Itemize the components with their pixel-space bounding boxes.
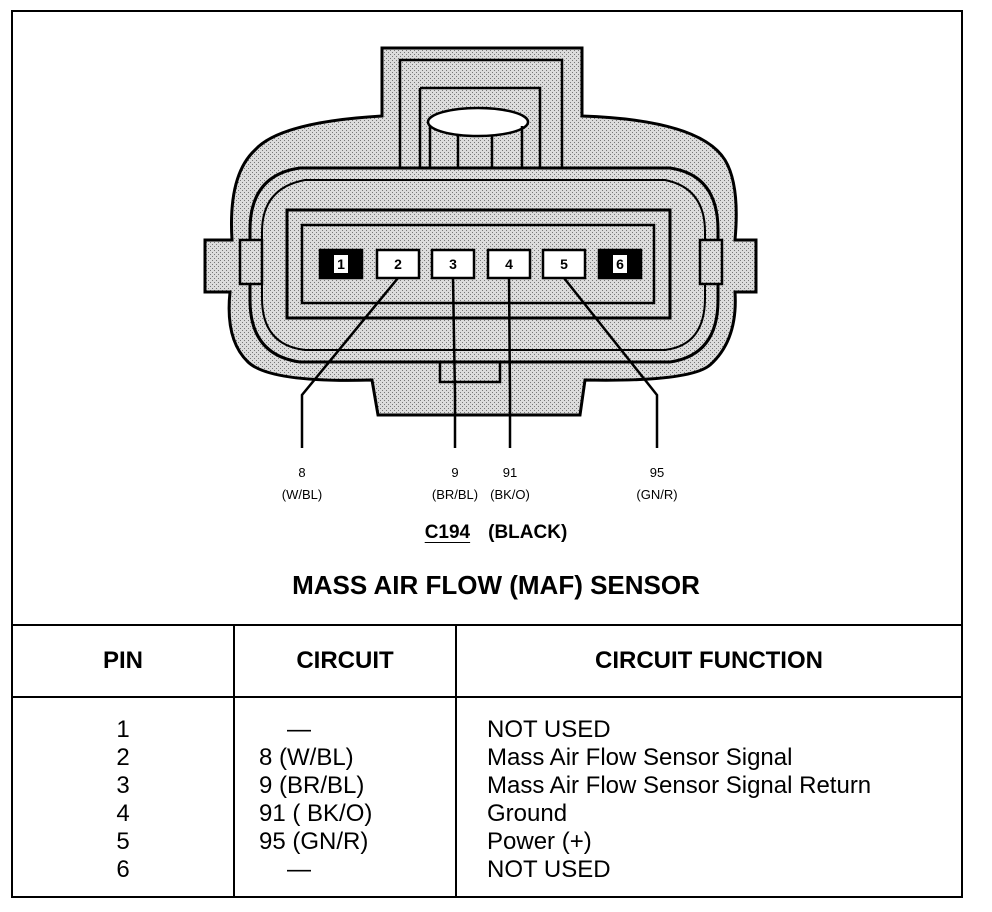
function-cell: NOT USED	[487, 856, 611, 883]
function-cell: Ground	[487, 800, 568, 827]
function-cell: Mass Air Flow Sensor Signal Return	[487, 772, 872, 799]
connector-diagram: 1 2 3 4 5 6	[203, 46, 758, 448]
svg-text:1: 1	[337, 256, 345, 272]
circuit-cell: 91 ( BK/O)	[259, 800, 373, 827]
pin-4: 4	[486, 248, 532, 280]
pin-1: 1	[318, 248, 364, 280]
latch-tab	[426, 106, 530, 138]
function-cell: Power (+)	[487, 828, 592, 855]
pin-2: 2	[375, 248, 421, 280]
pin-cell: 2	[116, 744, 130, 771]
circuit-cell: 9 (BR/BL)	[259, 772, 365, 799]
pin-5: 5	[541, 248, 587, 280]
header-circuit-function: CIRCUIT FUNCTION	[455, 624, 963, 698]
wire-color: (GN/R)	[636, 487, 678, 502]
connector-color: (BLACK)	[488, 522, 568, 543]
function-cell: NOT USED	[487, 716, 611, 743]
wire-circuit: 95	[649, 465, 665, 480]
wire-label-5: 95 (GN/R)	[617, 462, 697, 506]
circuit-cell: —	[287, 856, 311, 883]
circuit-column: —8 (W/BL)9 (BR/BL)91 ( BK/O)95 (GN/R)—	[233, 697, 457, 898]
pin-cell: 5	[116, 828, 130, 855]
connector-caption: C194 (BLACK)	[0, 522, 992, 544]
inner-seal	[248, 166, 720, 364]
svg-text:6: 6	[616, 256, 624, 272]
pin-cell: 1	[116, 716, 130, 743]
pin-3: 3	[430, 248, 476, 280]
wire-color: (W/BL)	[281, 487, 323, 502]
wire-lead-5	[563, 277, 659, 448]
pin-cell: 3	[116, 772, 130, 799]
wire-circuit: 8	[298, 465, 306, 480]
pin-6: 6	[597, 248, 643, 280]
header-circuit: CIRCUIT	[233, 624, 457, 698]
sensor-title: MASS AIR FLOW (MAF) SENSOR	[292, 570, 700, 600]
svg-text:5: 5	[560, 256, 568, 272]
wire-circuit: 9	[451, 465, 459, 480]
wire-label-2: 8 (W/BL)	[262, 462, 342, 506]
pin-cell: 6	[116, 856, 130, 883]
header-pin: PIN	[11, 624, 235, 698]
svg-text:3: 3	[449, 256, 457, 272]
circuit-cell: —	[287, 716, 311, 743]
connector-id: C194	[424, 522, 471, 543]
wire-lead-2	[300, 277, 399, 448]
svg-text:4: 4	[505, 256, 513, 272]
pin-cell: 4	[116, 800, 130, 827]
wire-label-3: 9 (BR/BL)	[415, 462, 495, 506]
function-cell: Mass Air Flow Sensor Signal	[487, 744, 793, 771]
wire-label-4: 91 (BK/O)	[470, 462, 550, 506]
wire-color: (BR/BL)	[431, 487, 479, 502]
svg-text:2: 2	[394, 256, 402, 272]
wire-circuit: 91	[502, 465, 518, 480]
wire-color: (BK/O)	[490, 487, 530, 502]
circuit-cell: 8 (W/BL)	[259, 744, 354, 771]
circuit-cell: 95 (GN/R)	[259, 828, 369, 855]
wire-lead-3	[451, 277, 457, 448]
wire-lead-4	[507, 277, 512, 448]
